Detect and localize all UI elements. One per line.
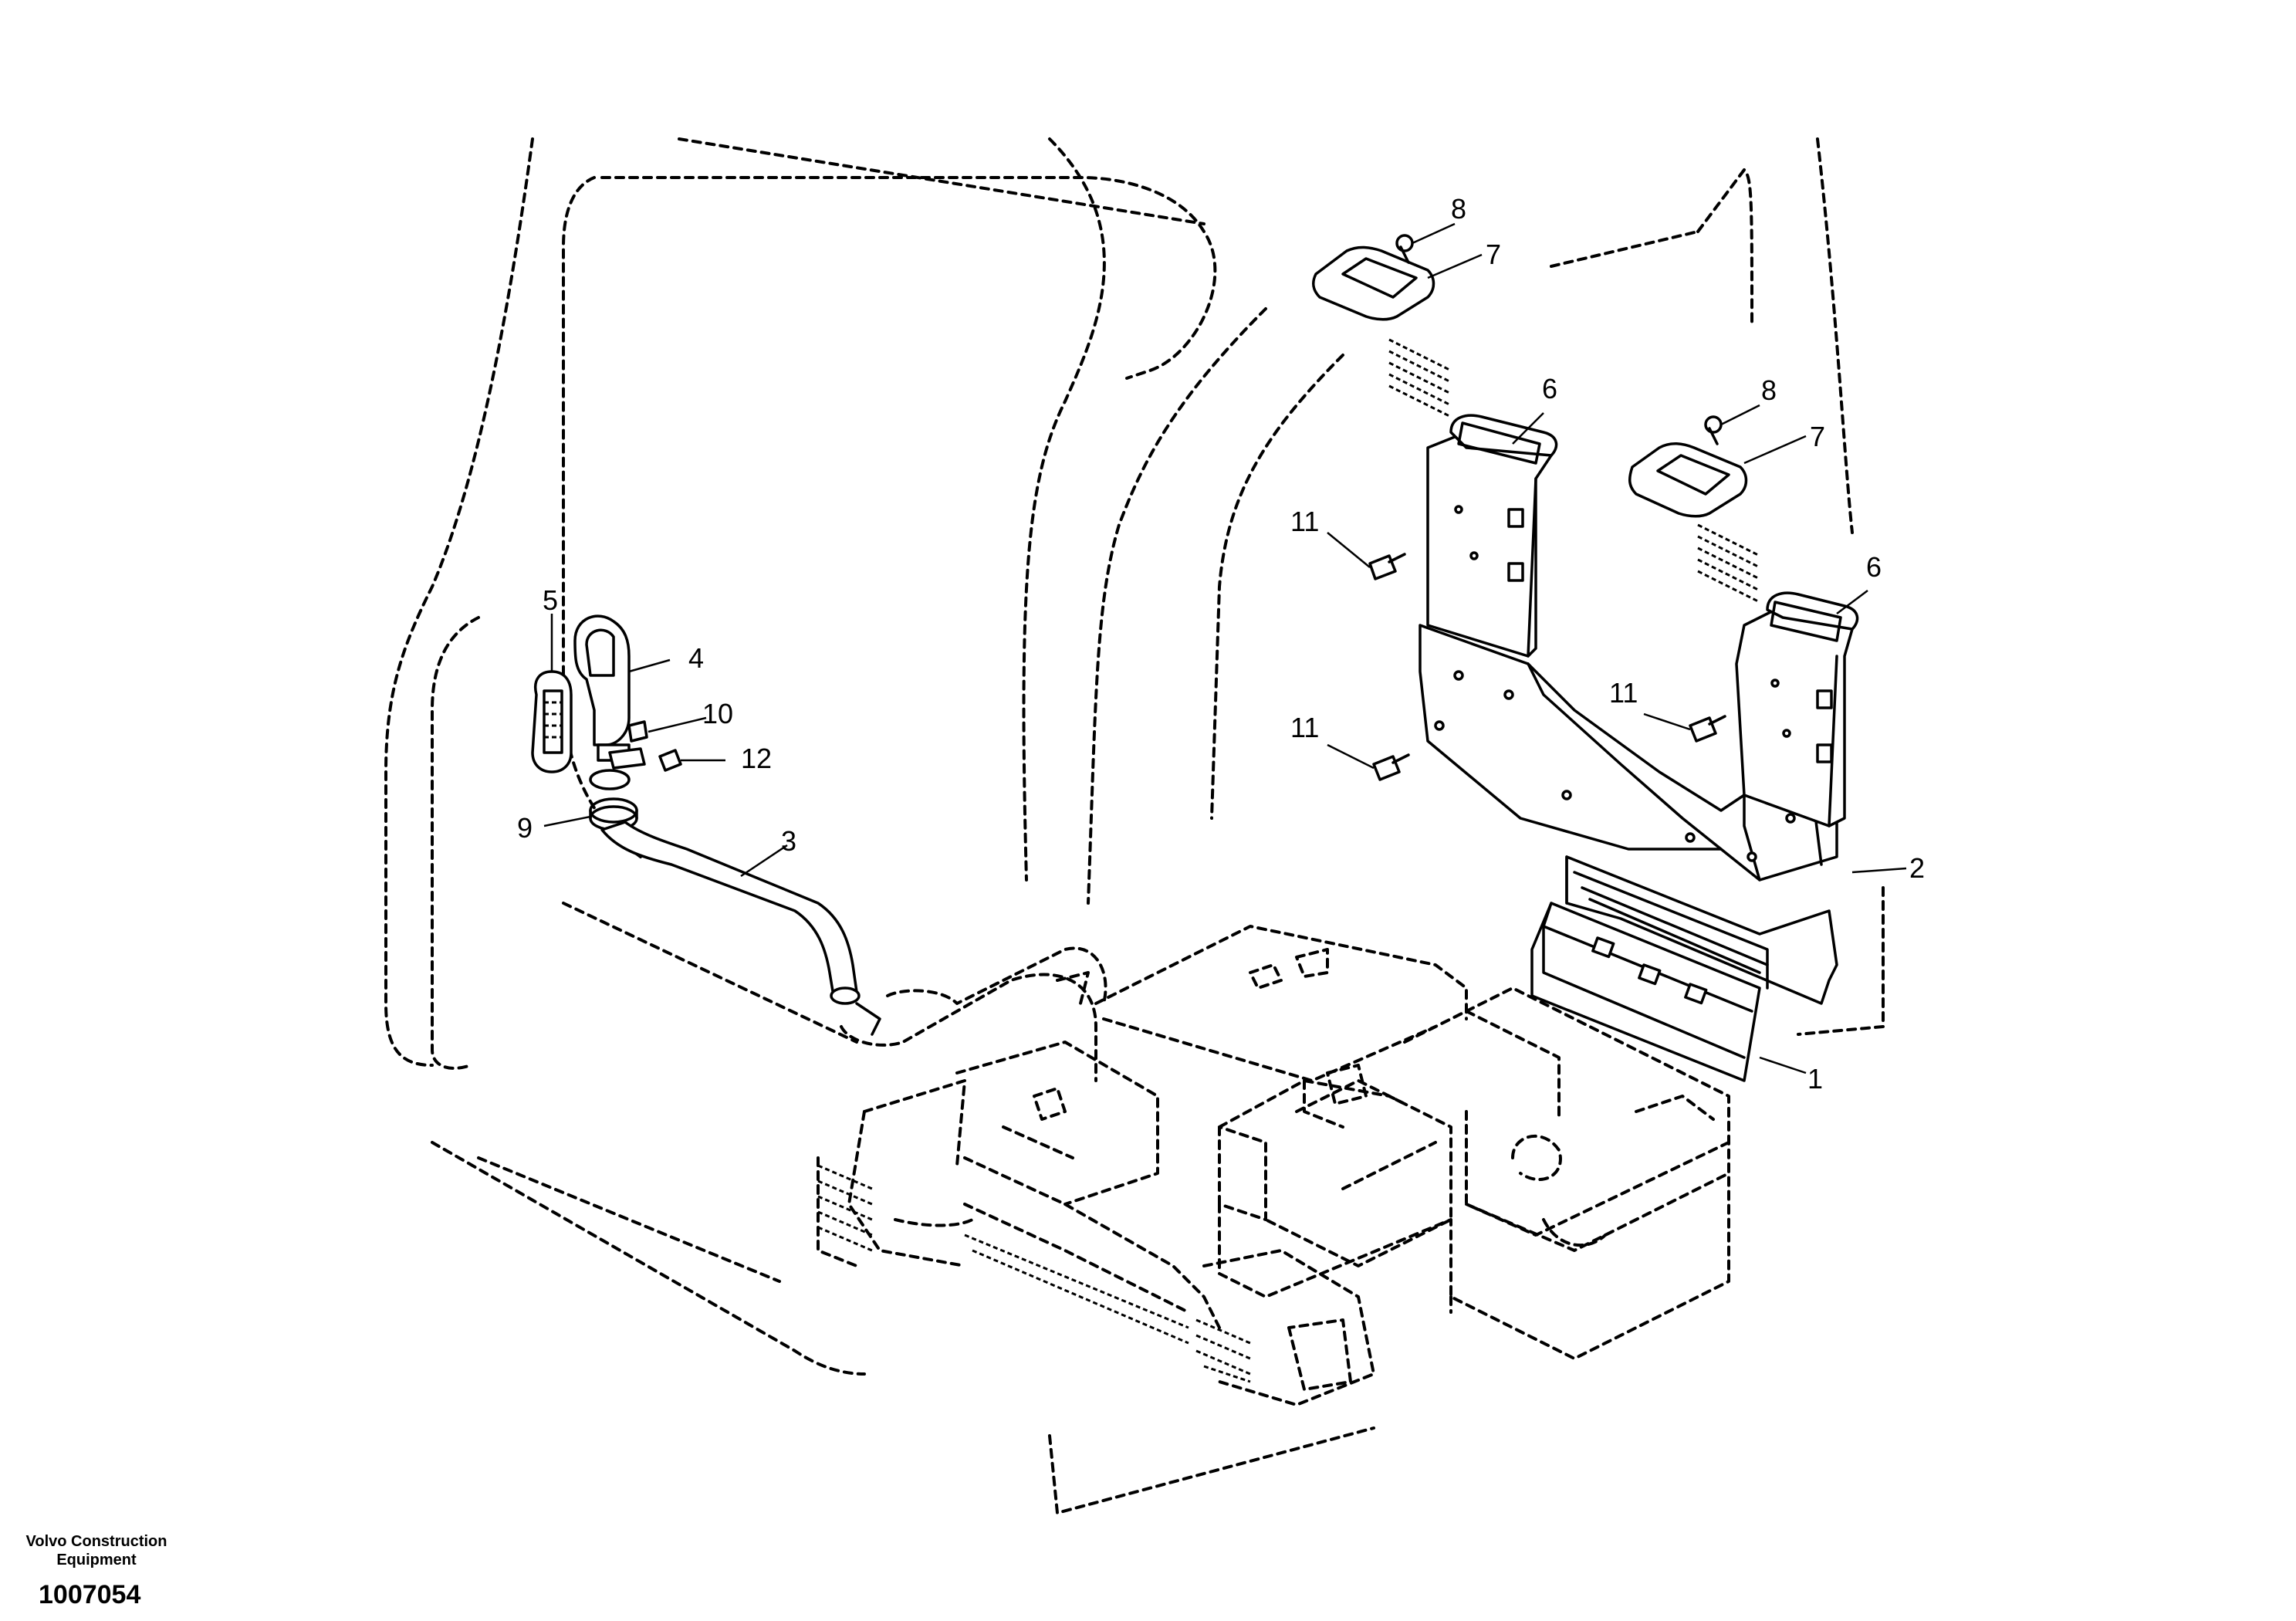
part-8-screw-right [1704, 415, 1723, 445]
callout-7-right: 7 [1810, 421, 1825, 452]
part-11-bolt-lower-left [1372, 753, 1410, 781]
part-7-grille-left [1311, 245, 1452, 418]
leader-lines [543, 222, 1907, 1074]
callout-6-left: 6 [1542, 373, 1557, 404]
brand-line-1: Volvo Construction [25, 1533, 167, 1550]
part-11-bolt-upper-left [1368, 553, 1406, 580]
callout-4: 4 [688, 642, 704, 674]
part-5-side-vent [531, 670, 573, 773]
callout-11-upper-left: 11 [1290, 506, 1319, 537]
callout-8-right: 8 [1761, 374, 1777, 406]
document-number: 1007054 [39, 1580, 141, 1609]
part-1-outlet-duct [1530, 902, 1761, 1082]
part-10-clip [627, 720, 648, 743]
callout-10: 10 [702, 698, 733, 729]
part-12-screw [658, 749, 682, 772]
part-9-hose-clamp [589, 769, 638, 831]
part-4-elbow [573, 614, 646, 770]
part-3-hose [600, 821, 881, 1036]
callout-labels: 1 2 3 4 5 6 6 7 7 8 8 9 10 11 11 11 12 [517, 193, 1925, 1095]
part-7-grille-right [1628, 442, 1760, 604]
callout-1: 1 [1807, 1063, 1823, 1095]
part-6-vertical-duct-left [1426, 414, 1558, 658]
part-2-distribution-duct [1419, 624, 1838, 1005]
callout-2: 2 [1909, 852, 1925, 884]
part-6-vertical-duct-right [1735, 591, 1859, 827]
callout-11-lower-left: 11 [1290, 712, 1319, 743]
callout-11-right: 11 [1609, 677, 1638, 709]
callout-12: 12 [741, 743, 772, 774]
diagram-footer: Volvo Construction Equipment 1007054 [0, 1532, 193, 1610]
cab-outline-ghost [384, 137, 1885, 1514]
callout-9: 9 [517, 812, 533, 844]
heater-unit-ghost [817, 925, 1730, 1406]
part-11-bolt-right [1689, 715, 1726, 743]
callout-8-left: 8 [1451, 193, 1466, 225]
callout-5: 5 [543, 584, 558, 616]
callout-3: 3 [781, 825, 796, 857]
callout-6-right: 6 [1866, 551, 1882, 583]
brand-line-2: Equipment [56, 1552, 137, 1569]
callout-7-left: 7 [1486, 239, 1501, 270]
